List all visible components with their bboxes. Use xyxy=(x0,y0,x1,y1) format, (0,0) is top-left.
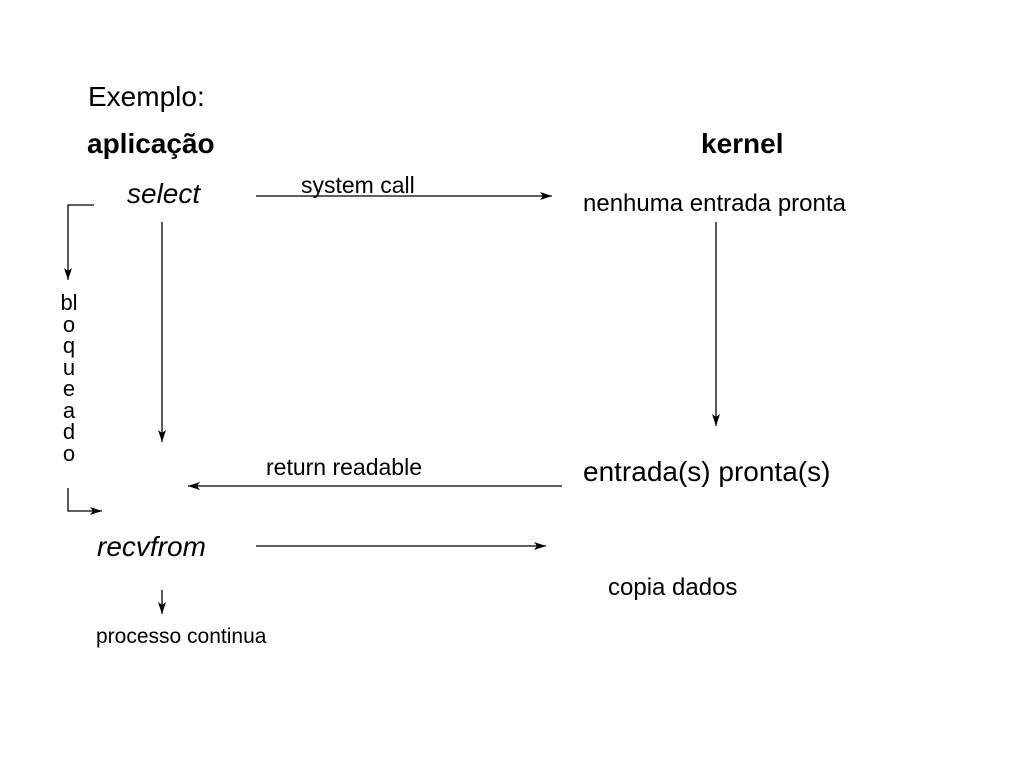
system-call-message-label: system call xyxy=(301,172,415,198)
recvfrom-call-label: recvfrom xyxy=(97,531,206,562)
application-column-title: aplicação xyxy=(87,128,215,159)
process-continues-label: processo continua xyxy=(96,625,267,648)
return-readable-message-label: return readable xyxy=(266,454,422,480)
blocked-bottom-bracket-arrow xyxy=(67,488,102,515)
example-heading: Exemplo: xyxy=(88,81,205,112)
blocked-vertical-label: bloqueado xyxy=(60,290,78,466)
no-input-ready-label: nenhuma entrada pronta xyxy=(583,190,846,217)
copy-data-label: copia dados xyxy=(608,574,738,601)
select-call-label: select xyxy=(127,178,201,209)
blocked-top-bracket-arrow xyxy=(64,204,94,280)
kernel-column-title: kernel xyxy=(701,128,784,159)
input-ready-label: entrada(s) pronta(s) xyxy=(583,456,831,487)
